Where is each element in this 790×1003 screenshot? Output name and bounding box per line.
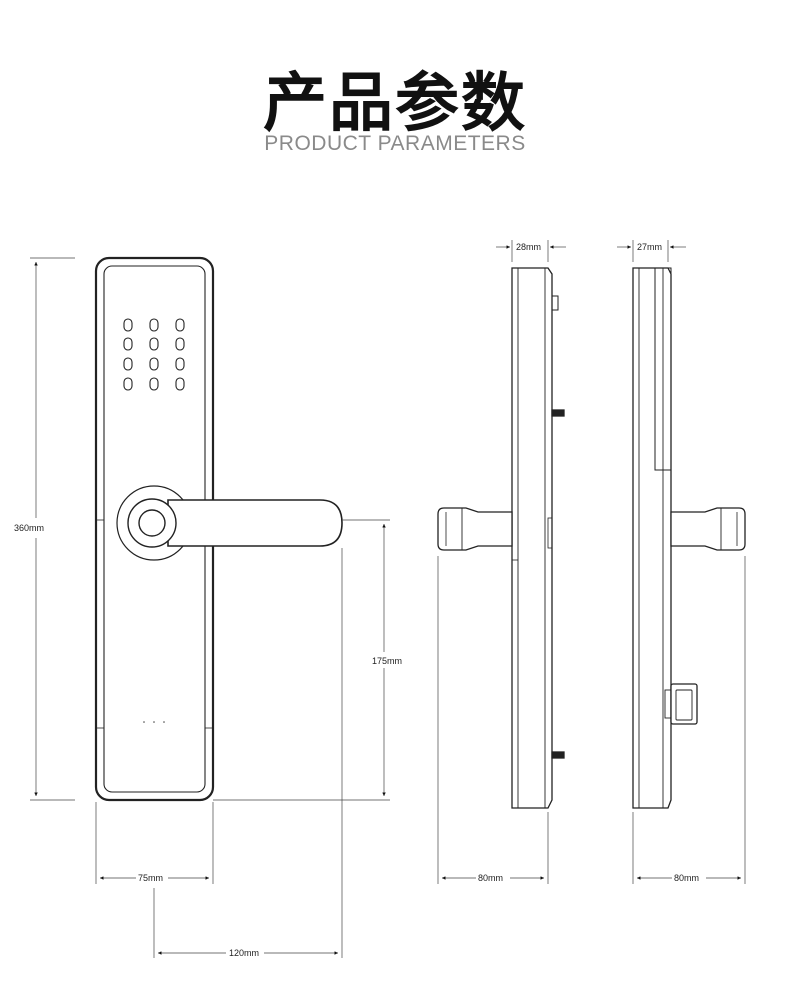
dim-panel-width-label: 75mm [138, 873, 163, 883]
dim-front-depth-label: 28mm [516, 242, 541, 252]
dim-height-label: 360mm [14, 523, 44, 533]
side-view-back [632, 267, 746, 809]
keypad-key [149, 337, 159, 351]
side-panel-body [511, 267, 553, 809]
dim-front-total-label: 80mm [478, 873, 503, 883]
keypad-key [175, 357, 185, 371]
side-front-dimensions: 28mm 80mm [437, 240, 566, 884]
keypad-key [149, 377, 159, 391]
page-title: 产品参数 [263, 67, 527, 141]
lever-handle [167, 499, 343, 547]
keypad: 0 [123, 318, 185, 391]
side-view-front [437, 267, 565, 809]
side-back-dimensions: 27mm 80mm [617, 240, 746, 884]
fingerprint-sensor [138, 509, 166, 537]
front-dimensions: 360mm 175mm 75mm 120mm [14, 257, 402, 958]
keypad-key [175, 377, 185, 391]
keypad-key [123, 357, 133, 371]
front-view [94, 256, 343, 802]
side-lever-handle [437, 507, 513, 551]
dim-back-total-label: 80mm [674, 873, 699, 883]
keypad-key [175, 337, 185, 351]
keypad-key [149, 318, 159, 332]
keypad-key [149, 357, 159, 371]
keypad-key [123, 337, 133, 351]
page-subtitle: PRODUCT PARAMETERS [264, 132, 526, 155]
dim-back-depth-label: 27mm [637, 242, 662, 252]
keypad-key [175, 318, 185, 332]
keypad-key [123, 318, 133, 332]
side-back-lever-handle [670, 507, 746, 551]
keypad-key [123, 377, 133, 391]
dim-handle-drop-label: 175mm [372, 656, 402, 666]
dim-handle-length-label: 120mm [229, 948, 259, 958]
